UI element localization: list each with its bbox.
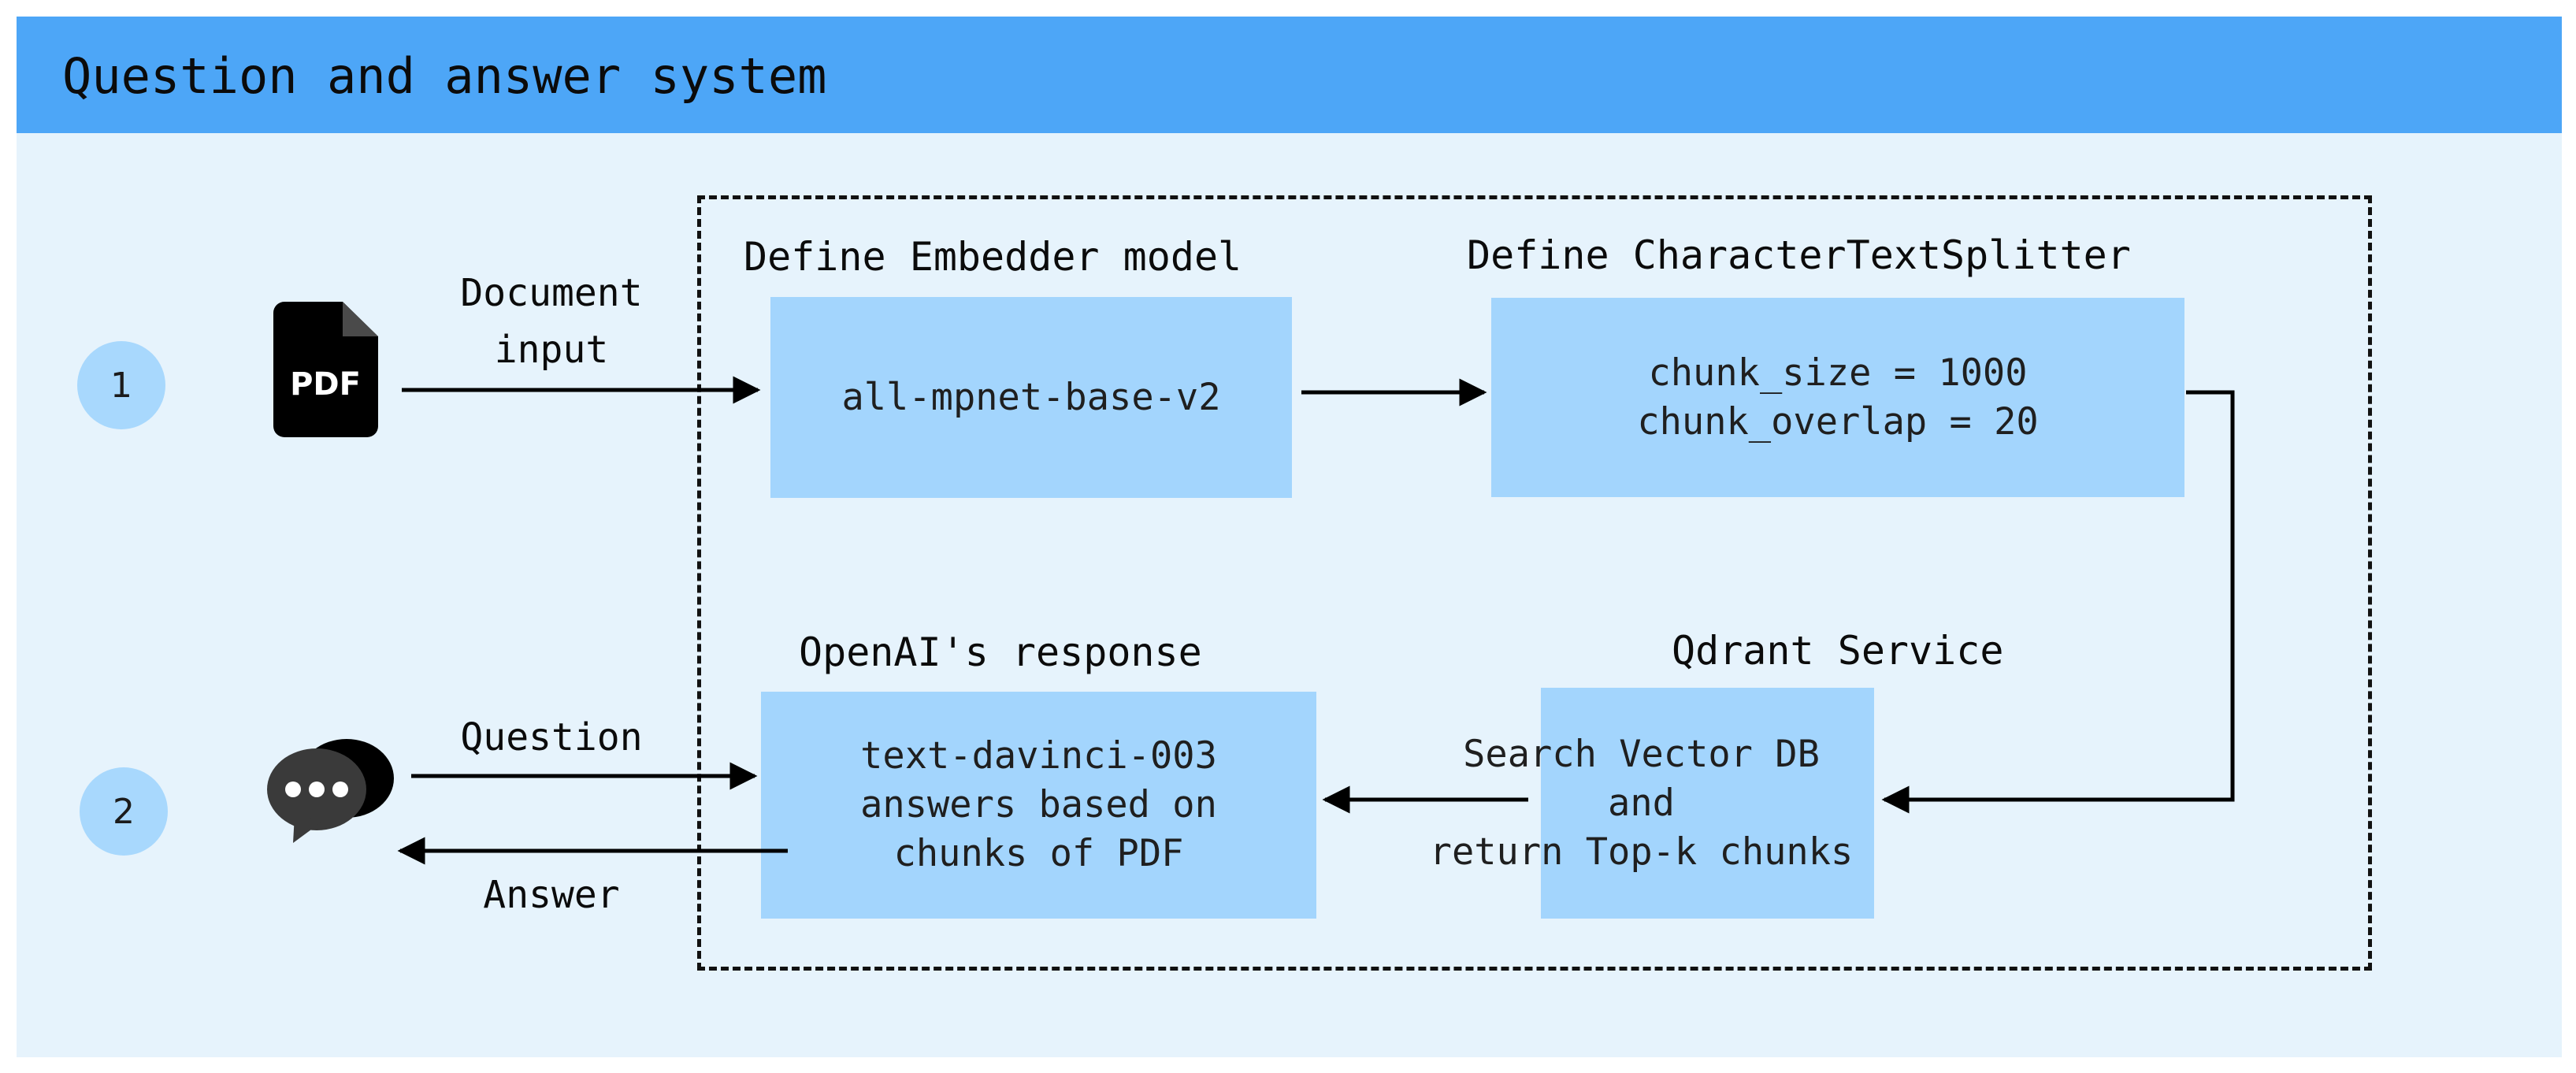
step-badge-1-label: 1 xyxy=(110,365,132,406)
edge-label-document-input: Document input xyxy=(460,271,643,372)
caption-qdrant: Qdrant Service xyxy=(1672,628,2004,674)
pdf-icon-label: PDF xyxy=(290,366,361,403)
step-badge-2-label: 2 xyxy=(113,791,135,832)
node-embedder-model: all-mpnet-base-v2 xyxy=(770,297,1292,498)
node-text-splitter: chunk_size = 1000 chunk_overlap = 20 xyxy=(1491,298,2184,497)
system-boundary xyxy=(697,195,2372,971)
step-badge-2: 2 xyxy=(80,767,168,856)
pdf-file-icon: PDF xyxy=(273,302,378,437)
caption-splitter: Define CharacterTextSplitter xyxy=(1467,232,2131,278)
node-text-splitter-text: chunk_size = 1000 chunk_overlap = 20 xyxy=(1637,351,2039,444)
node-qdrant-service-text: Search Vector DB and return Top-k chunks xyxy=(1429,732,1854,874)
node-openai-response-text: text-davinci-003 answers based on chunks… xyxy=(860,734,1217,875)
node-qdrant-service: Search Vector DB and return Top-k chunks xyxy=(1430,688,1874,919)
edge-label-answer: Answer xyxy=(483,873,620,917)
caption-openai: OpenAI's response xyxy=(799,629,1202,675)
edge-label-question: Question xyxy=(460,715,643,759)
chat-bubble-icon xyxy=(260,733,398,855)
node-embedder-model-text: all-mpnet-base-v2 xyxy=(841,375,1221,419)
header-bar: Question and answer system xyxy=(17,17,2562,133)
step-badge-1: 1 xyxy=(77,341,165,429)
page-title: Question and answer system xyxy=(62,47,827,105)
caption-embedder: Define Embedder model xyxy=(744,234,1242,280)
node-openai-response: text-davinci-003 answers based on chunks… xyxy=(761,692,1316,919)
